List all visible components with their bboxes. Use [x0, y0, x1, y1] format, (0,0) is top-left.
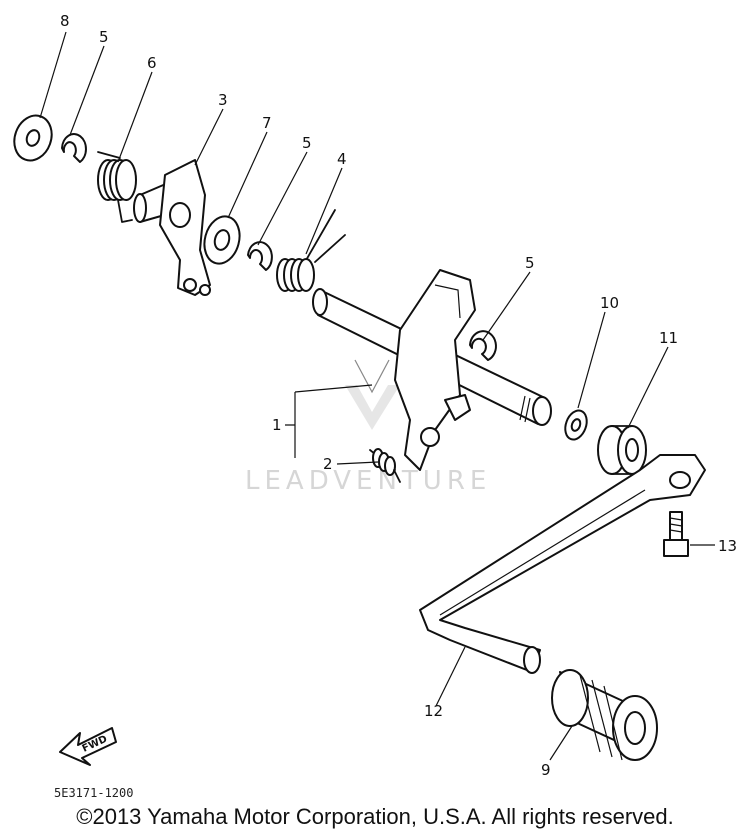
watermark-text: LEADVENTURE	[245, 466, 491, 496]
callout-1: 1	[272, 416, 282, 434]
callout-13: 13	[718, 537, 737, 555]
part-2-spring	[369, 448, 401, 483]
part-5-circlip-c	[469, 330, 497, 361]
callout-10: 11	[659, 329, 678, 347]
part-9-washer	[564, 409, 588, 441]
callout-5-c: 5	[525, 254, 535, 272]
callout-5-a: 5	[99, 28, 109, 46]
callout-5-b: 5	[302, 134, 312, 152]
part-13-bolt	[663, 511, 689, 557]
callout-11: 12	[424, 702, 443, 720]
part-10-oil-seal	[597, 425, 647, 475]
copyright-notice: ©2013 Yamaha Motor Corporation, U.S.A. A…	[76, 804, 674, 829]
callout-8: 8	[60, 12, 70, 30]
part-5-circlip-a	[61, 133, 87, 163]
leader-lines	[39, 31, 715, 761]
part-4-spring	[276, 209, 346, 292]
callout-7: 7	[262, 114, 272, 132]
callout-labels: 8 5 6 3 7 5 4 5 10 11 1 2 13 12 9	[60, 12, 737, 779]
part-1-shift-shaft	[312, 269, 552, 471]
part-3-shaft-arm	[133, 159, 211, 296]
callout-4: 4	[337, 150, 347, 168]
part-12-rubber	[551, 669, 658, 761]
callout-12: 9	[541, 761, 551, 779]
part-11-pedal	[419, 454, 706, 674]
part-6-spring	[97, 151, 137, 223]
part-8-washer	[13, 114, 53, 162]
callout-2: 2	[323, 455, 333, 473]
callout-3: 3	[218, 91, 228, 109]
watermark-logo-icon	[345, 359, 400, 430]
callout-6: 6	[147, 54, 157, 72]
fwd-arrow-icon: FWD	[59, 727, 117, 766]
part-7-washer	[203, 215, 241, 265]
callout-9: 10	[600, 294, 619, 312]
part-5-circlip-b	[247, 241, 273, 271]
diagram-code: 5E3171-1200	[54, 786, 134, 800]
